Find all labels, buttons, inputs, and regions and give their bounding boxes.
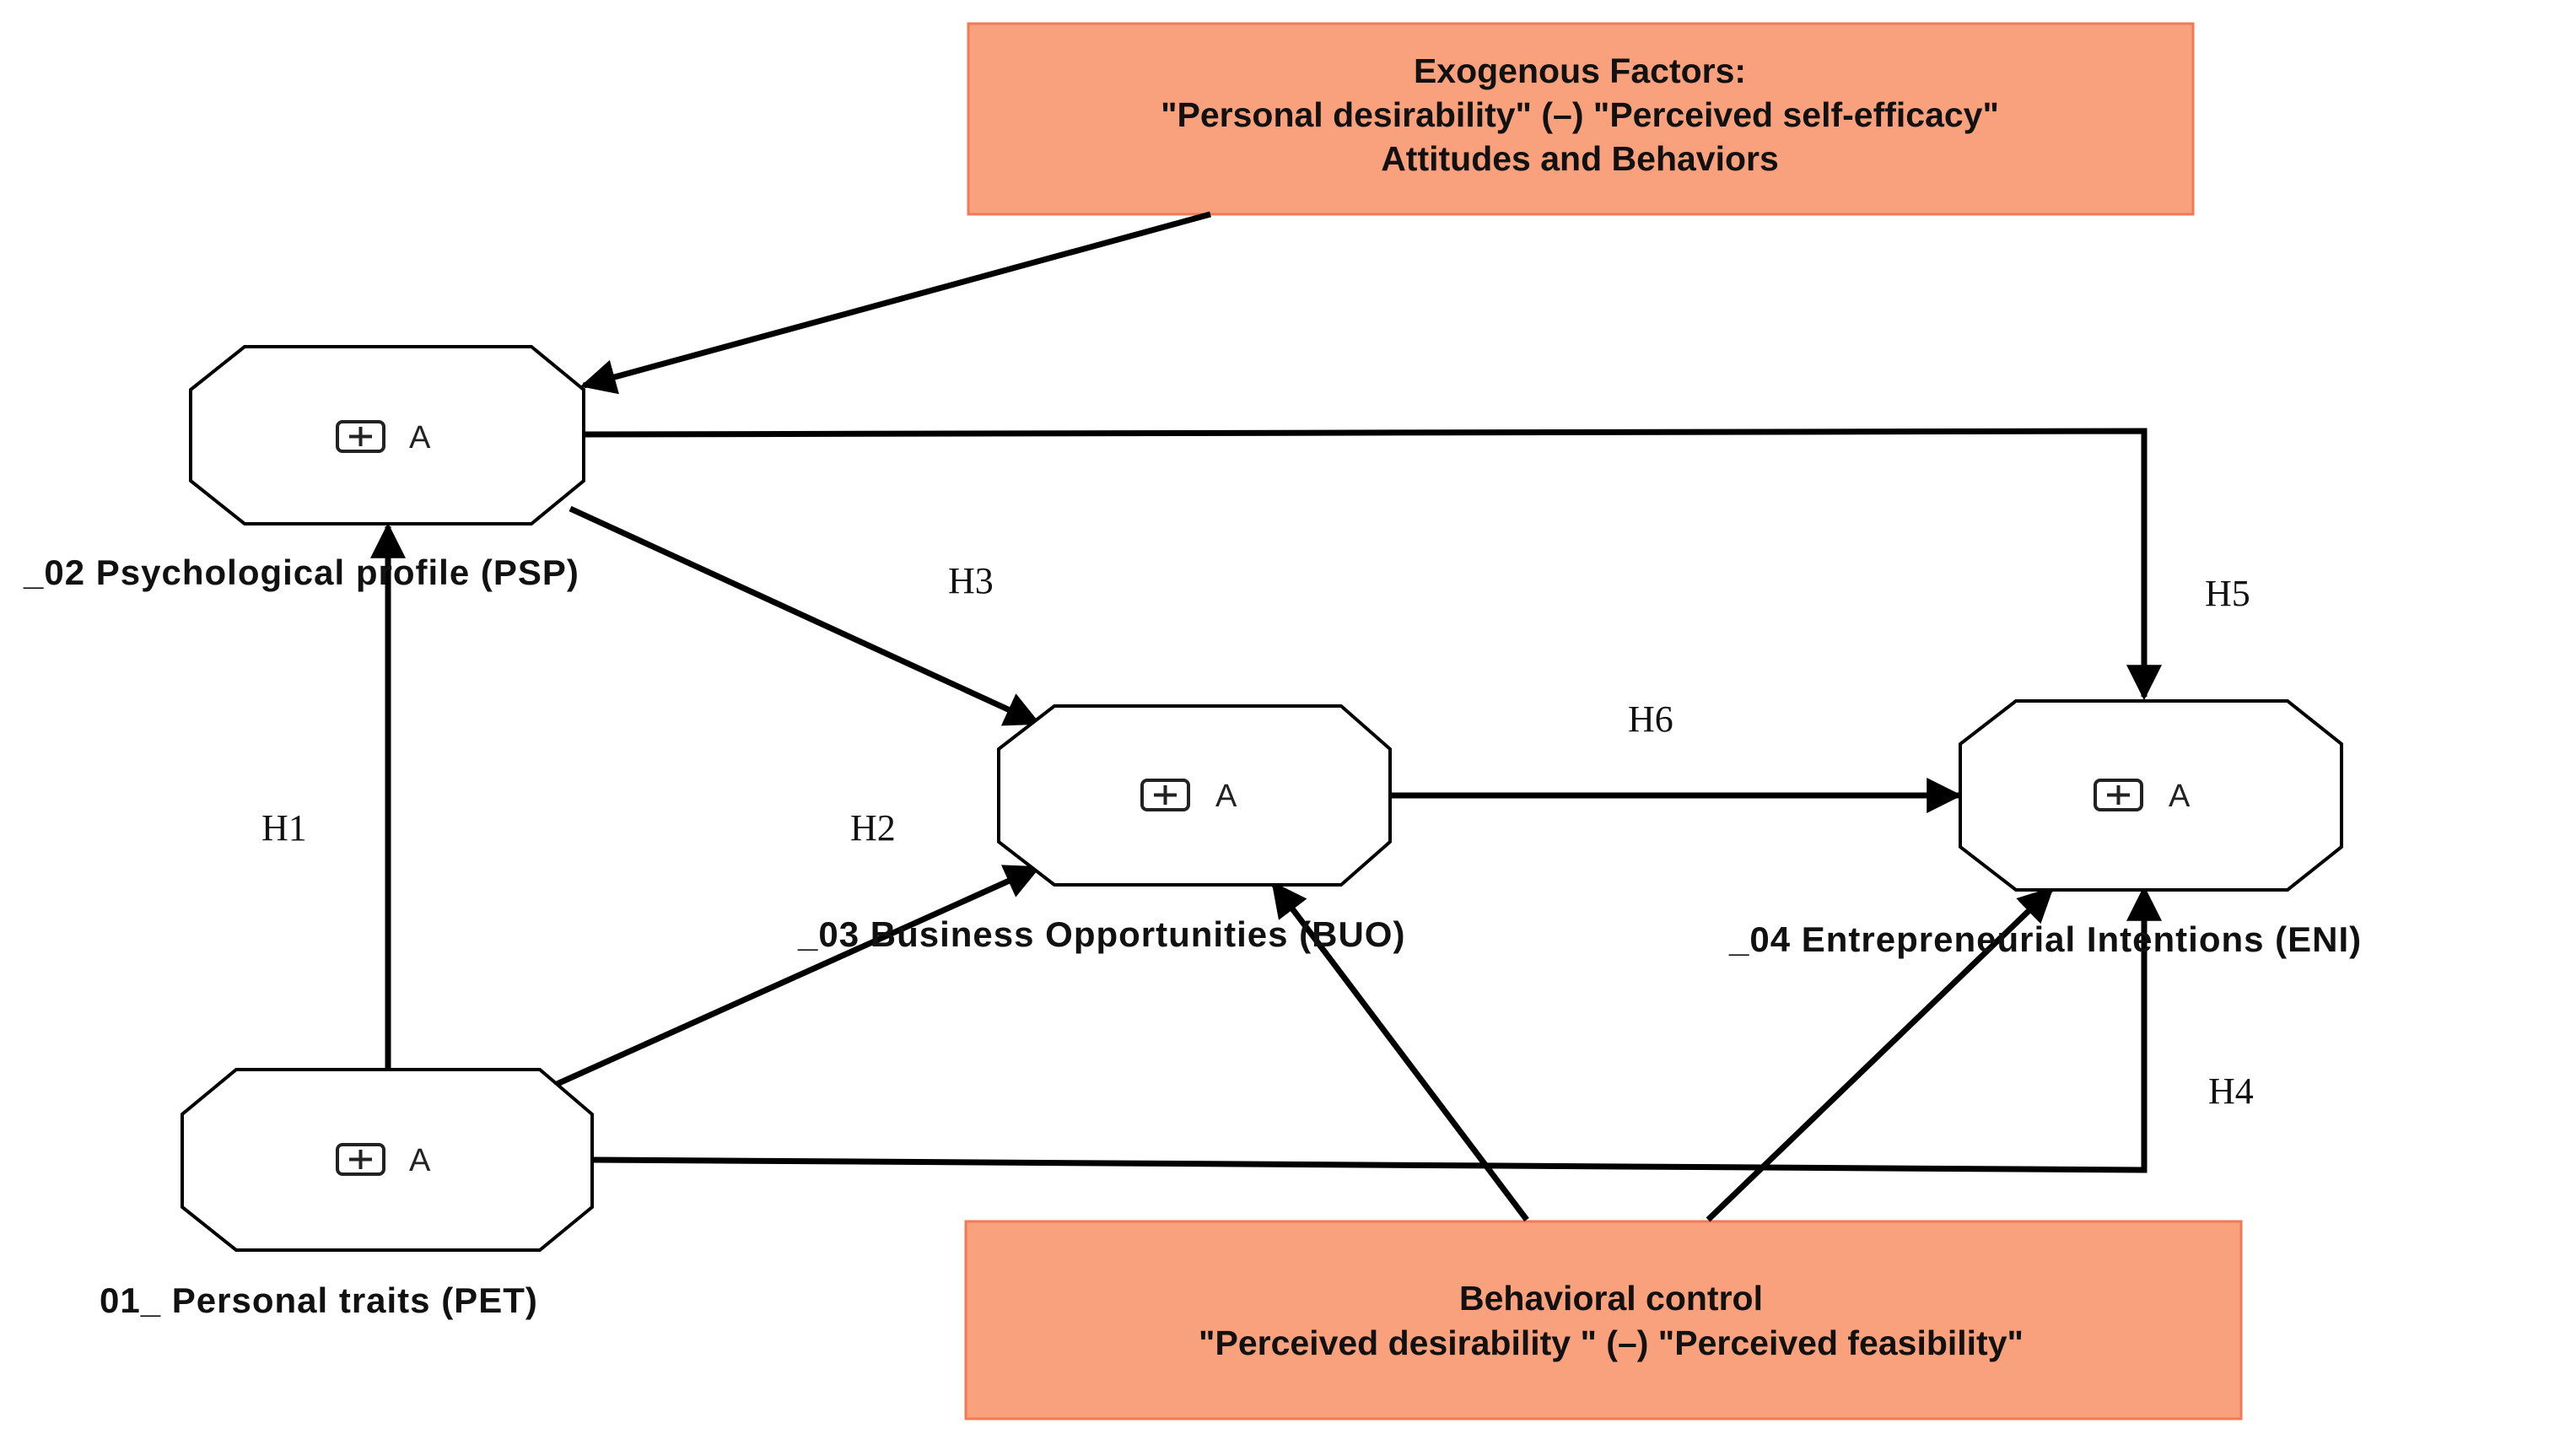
edge-exogenous-to-psp: [579, 211, 1211, 395]
node-pet[interactable]: A: [181, 1068, 594, 1252]
edge-behavioral-to-buo: [1271, 881, 1529, 1222]
behavioral-control-subtitle: "Perceived desirability " (–) "Perceived…: [1199, 1323, 2024, 1362]
edge-behavioral-to-eni: [1706, 887, 2055, 1222]
hypothesis-h4: H4: [2208, 1070, 2254, 1112]
node-buo-glyph: A: [1215, 779, 1237, 814]
hypothesis-h5: H5: [2205, 573, 2250, 614]
edge-psp-to-buo: [569, 505, 1041, 726]
node-buo[interactable]: A: [997, 704, 1392, 887]
node-pet-shape[interactable]: [181, 1068, 594, 1252]
hypothesis-h6: H6: [1628, 698, 1673, 740]
node-pet-label: 01_ Personal traits (PET): [100, 1280, 538, 1320]
behavioral-control-title: Behavioral control: [1459, 1279, 1763, 1318]
node-psp-glyph: A: [409, 420, 431, 455]
edge-pet-to-eni: [591, 885, 2162, 1173]
hypothesis-h2: H2: [850, 807, 896, 849]
edges: [370, 211, 2162, 1222]
edge-pet-to-buo: [552, 865, 1041, 1089]
expand-plus-icon[interactable]: [2094, 779, 2143, 811]
node-buo-shape[interactable]: [997, 704, 1392, 887]
node-eni-shape[interactable]: [1959, 699, 2343, 892]
node-eni[interactable]: A: [1959, 699, 2343, 892]
exogenous-factors-note: Attitudes and Behaviors: [1381, 139, 1779, 178]
expand-plus-icon[interactable]: [336, 1143, 385, 1176]
node-psp-label: _02 Psychological profile (PSP): [23, 553, 579, 592]
expand-plus-icon[interactable]: [1140, 779, 1190, 811]
expand-plus-icon[interactable]: [336, 420, 385, 453]
exogenous-factors-box-bg: [967, 22, 2195, 216]
node-pet-glyph: A: [409, 1143, 431, 1178]
exogenous-factors-subtitle: "Personal desirability" (–) "Perceived s…: [1161, 95, 1999, 134]
edge-psp-to-eni: [583, 428, 2162, 701]
node-psp-shape[interactable]: [189, 345, 585, 526]
node-eni-glyph: A: [2169, 779, 2191, 814]
node-eni-label: _04 Entrepreneurial Intentions (ENI): [1728, 919, 2362, 959]
behavioral-control-box-bg: [964, 1220, 2243, 1420]
node-buo-label: _03 Business Opportunities (BUO): [797, 914, 1405, 954]
hypothesis-h3: H3: [948, 560, 994, 601]
exogenous-factors-box: Exogenous Factors: "Personal desirabilit…: [967, 22, 2195, 216]
behavioral-control-box: Behavioral control "Perceived desirabili…: [964, 1220, 2243, 1420]
hypothesis-h1: H1: [261, 807, 307, 849]
node-psp[interactable]: A: [189, 345, 585, 526]
exogenous-factors-title: Exogenous Factors:: [1414, 51, 1746, 90]
